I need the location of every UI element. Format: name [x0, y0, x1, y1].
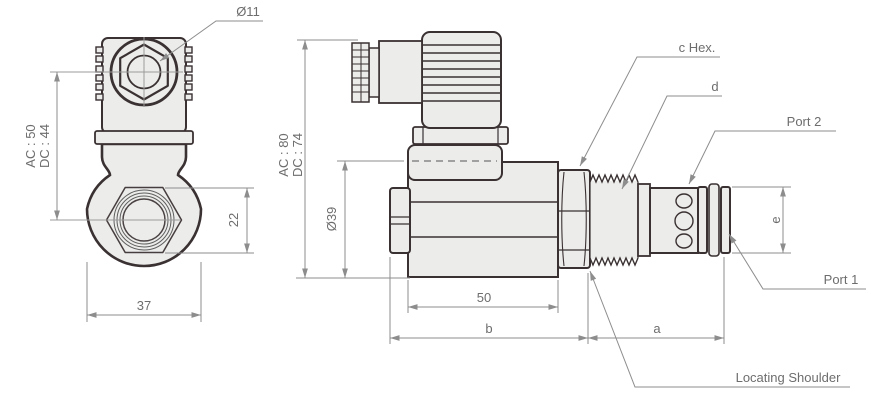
front-dimensions	[54, 20, 263, 322]
label-text-locating-shoulder: Locating Shoulder	[736, 370, 841, 385]
side-connector-base	[407, 144, 503, 181]
side-gland-neck	[368, 47, 380, 98]
port2-hole-bottom	[675, 233, 693, 249]
dim-text-dia39: Ø39	[324, 207, 339, 232]
side-solenoid-tube	[407, 161, 559, 278]
side-connector-flange	[412, 126, 509, 145]
side-gland-knurl	[351, 42, 370, 103]
leader-c-hex	[579, 56, 720, 167]
label-text-c-hex: c Hex.	[679, 40, 716, 55]
dim-text-22: 22	[226, 213, 241, 227]
leader-d	[621, 95, 722, 190]
dim-text-e: e	[768, 216, 783, 223]
leader-port2	[688, 130, 836, 185]
dim-text-b: b	[485, 321, 492, 336]
label-text-port2: Port 2	[787, 114, 822, 129]
dim-text-dc44: DC : 44	[37, 124, 52, 168]
side-dimensions	[296, 39, 866, 388]
front-view: Ø11 AC : 50 DC : 44 22 37	[23, 4, 263, 322]
leader-dia11	[159, 20, 263, 62]
side-gland-block	[378, 40, 423, 104]
side-left-nut	[389, 187, 411, 254]
side-nose-rings	[697, 183, 731, 257]
side-cartridge-body	[649, 187, 699, 254]
dim-text-37: 37	[137, 298, 151, 313]
dim-text-dia11: Ø11	[236, 4, 260, 19]
leader-locating-shoulder	[589, 270, 850, 388]
side-thread	[589, 173, 639, 267]
dim-text-ac80: AC : 80	[276, 133, 291, 176]
side-view: AC : 80 DC : 74 Ø39 50 b a c Hex. d Port…	[276, 31, 866, 388]
front-clamp-band	[94, 130, 194, 145]
front-coil-ribs	[95, 46, 193, 101]
dim-text-ac50: AC : 50	[23, 124, 38, 167]
front-centerlines	[50, 37, 183, 221]
side-cartridge-step	[637, 183, 651, 257]
label-text-d: d	[711, 79, 718, 94]
leader-port1	[728, 233, 866, 290]
side-cartridge-hex-nut	[557, 169, 591, 269]
label-text-port1: Port 1	[824, 272, 859, 287]
port2-hole-top	[675, 193, 693, 209]
dim-text-dc74: DC : 74	[290, 133, 305, 177]
side-din-connector	[421, 31, 502, 129]
dim-text-50: 50	[477, 290, 491, 305]
port2-hole-mid	[674, 211, 694, 231]
dim-text-a: a	[653, 321, 661, 336]
